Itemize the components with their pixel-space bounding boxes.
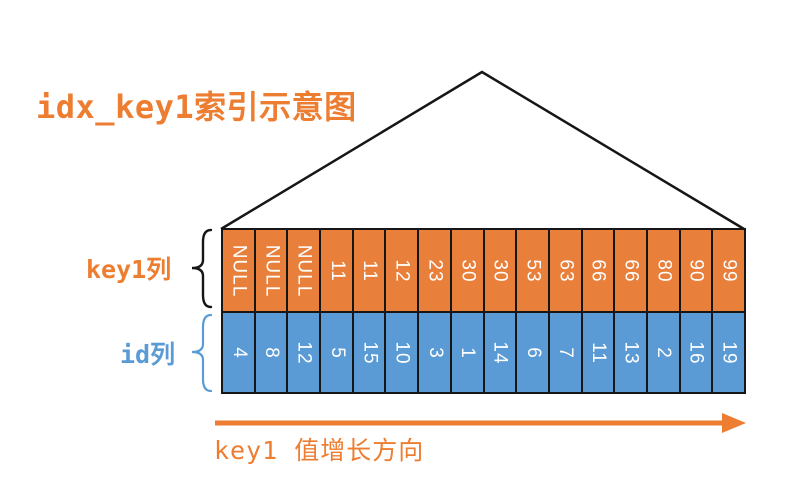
cell-value: 2 <box>653 346 675 359</box>
key1-cell: 11 <box>321 230 352 311</box>
key1-cell: 30 <box>451 230 483 311</box>
cell-value: 19 <box>718 340 740 365</box>
cell-value: 23 <box>424 258 446 283</box>
key1-cell: 99 <box>713 230 744 311</box>
key1-cell: NULL <box>223 230 254 311</box>
id-cell: 11 <box>582 313 614 392</box>
id-cell: 16 <box>680 313 712 392</box>
key1-cell: 90 <box>680 230 712 311</box>
growth-arrow-head-icon <box>722 413 746 433</box>
cell-value: 16 <box>685 340 707 365</box>
id-cell: 5 <box>321 313 352 392</box>
id-cell: 6 <box>517 313 548 392</box>
growth-direction-label: key1 值增长方向 <box>214 436 425 465</box>
id-cell: 10 <box>386 313 418 392</box>
id-cell: 3 <box>419 313 450 392</box>
id-cell: 12 <box>288 313 320 392</box>
cell-value: 66 <box>620 258 642 283</box>
id-cell: 8 <box>255 313 287 392</box>
cell-value: 30 <box>457 258 479 283</box>
cell-value: 4 <box>228 346 250 359</box>
key1-cell: 30 <box>484 230 516 311</box>
key1-cell: 63 <box>549 230 581 311</box>
id-cell: 7 <box>549 313 581 392</box>
cell-value: 11 <box>587 341 609 364</box>
cell-value: 53 <box>522 258 544 283</box>
cell-value: 63 <box>555 258 577 283</box>
cell-value: 6 <box>522 346 544 359</box>
cell-value: 3 <box>424 346 446 359</box>
key1-cell: 53 <box>517 230 548 311</box>
id-cell: 15 <box>353 313 385 392</box>
cell-value: 66 <box>587 258 609 283</box>
cell-value: 12 <box>293 340 315 365</box>
cell-value: 8 <box>261 346 283 359</box>
key1-cell: NULL <box>255 230 287 311</box>
cell-value: NULL <box>293 244 315 297</box>
cell-value: 11 <box>326 259 348 282</box>
id-cell: 19 <box>713 313 744 392</box>
key1-cell: NULL <box>288 230 320 311</box>
key1-row-brace <box>191 228 213 309</box>
cell-value: 14 <box>489 340 511 365</box>
cell-value: 90 <box>685 258 707 283</box>
id-cell: 13 <box>615 313 646 392</box>
id-cell: 1 <box>451 313 483 392</box>
diagram-title: idx_key1索引示意图 <box>36 88 357 126</box>
key1-cell: 23 <box>419 230 450 311</box>
cell-value: 13 <box>620 340 642 365</box>
id-cell: 14 <box>484 313 516 392</box>
key1-cell: 66 <box>582 230 614 311</box>
cell-value: 1 <box>457 346 479 359</box>
cell-value: 15 <box>359 340 381 365</box>
key1-cell: 80 <box>647 230 679 311</box>
cell-value: NULL <box>261 244 283 297</box>
cell-value: 5 <box>326 346 348 359</box>
key1-cell: 11 <box>353 230 385 311</box>
cell-value: 99 <box>718 258 740 283</box>
cell-value: 10 <box>391 340 413 365</box>
cell-value: 80 <box>653 258 675 283</box>
id-row-brace <box>191 313 213 393</box>
id-cell: 4 <box>223 313 254 392</box>
cell-value: 7 <box>555 346 577 359</box>
id-cell: 2 <box>647 313 679 392</box>
key1-column-label: key1列 <box>86 255 172 284</box>
cell-value: NULL <box>228 244 250 297</box>
id-column-label: id列 <box>120 340 176 369</box>
cell-value: 12 <box>391 258 413 283</box>
key1-cell: 12 <box>386 230 418 311</box>
key1-row: NULL NULL NULL 11 11 12 23 30 30 53 63 66 66 80 90 99 <box>223 230 744 311</box>
key1-cell: 66 <box>615 230 646 311</box>
cell-value: 11 <box>359 259 381 282</box>
cell-value: 30 <box>489 258 511 283</box>
